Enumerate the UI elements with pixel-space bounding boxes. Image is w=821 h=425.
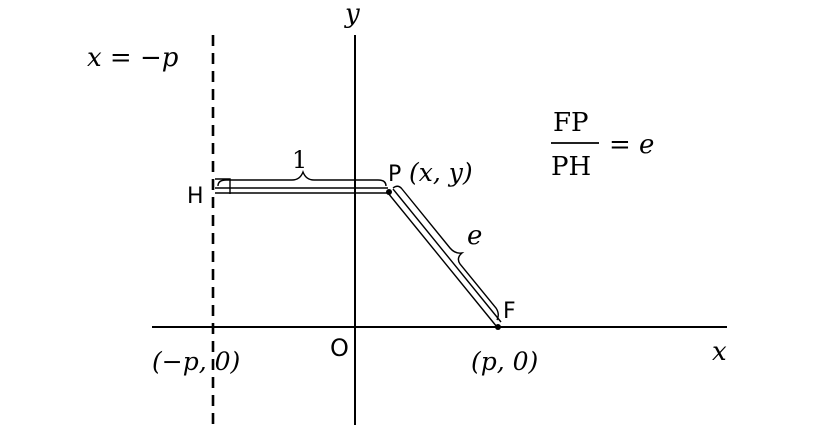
point-p-label: P bbox=[388, 162, 401, 187]
segment-pf bbox=[387, 192, 498, 328]
distance-one-label: 1 bbox=[292, 146, 307, 174]
segment-pf-inner bbox=[392, 188, 502, 323]
right-angle-marker bbox=[215, 178, 231, 194]
point-p-coords: (x, y) bbox=[409, 158, 473, 187]
point-f-label: F bbox=[503, 299, 516, 324]
distance-e-label: e bbox=[467, 221, 482, 251]
y-axis-label: y bbox=[344, 0, 360, 29]
p-coord-label: (p, 0) bbox=[471, 347, 538, 376]
ratio-rhs: = e bbox=[609, 130, 654, 160]
ratio-numerator: FP bbox=[553, 108, 589, 138]
origin-label: O bbox=[330, 334, 349, 362]
brace-pf bbox=[392, 185, 499, 321]
point-p-dot bbox=[386, 189, 392, 195]
ratio-denominator: PH bbox=[551, 152, 591, 182]
point-f-dot bbox=[495, 324, 501, 330]
directrix-label: x = −p bbox=[87, 43, 179, 73]
point-h-label: H bbox=[187, 184, 204, 209]
neg-p-coord-label: (−p, 0) bbox=[152, 347, 240, 376]
x-axis-label: x bbox=[712, 337, 727, 367]
brace-ph bbox=[217, 170, 387, 187]
